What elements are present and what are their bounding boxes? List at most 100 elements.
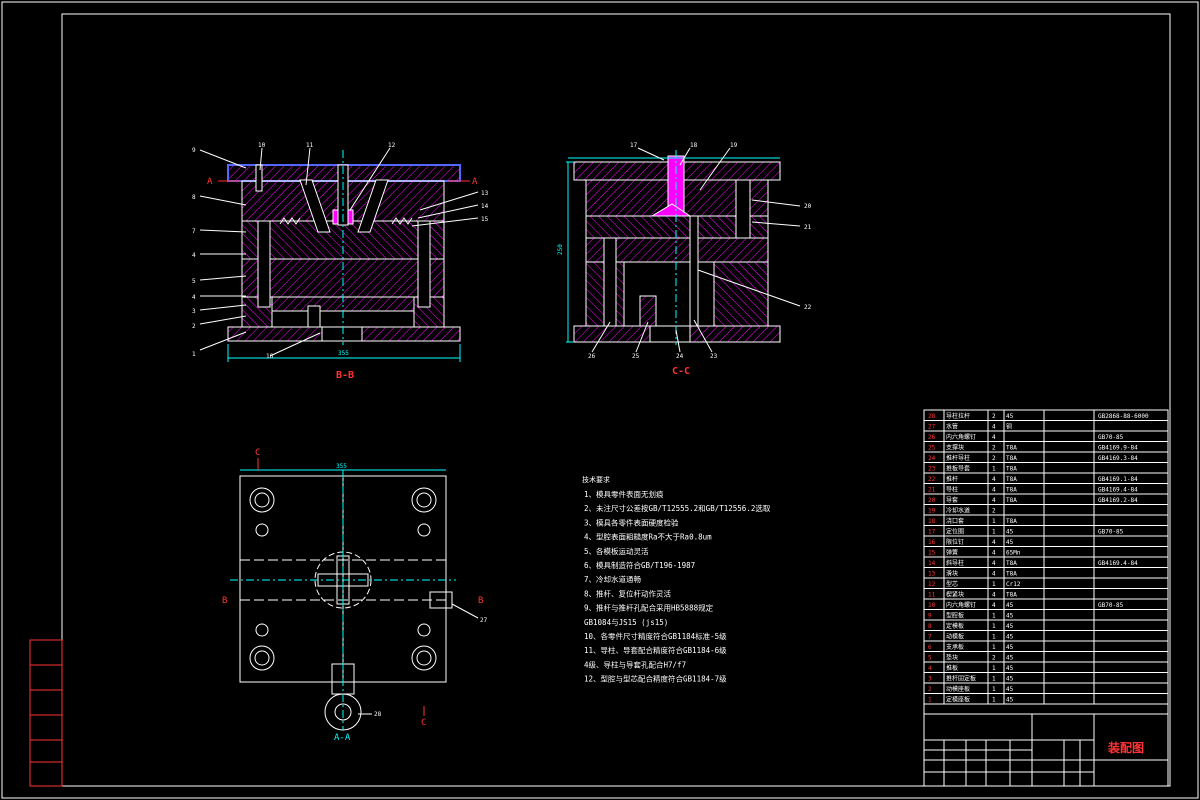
bom-cell-name: 定模板: [946, 622, 964, 630]
bom-cell-qty: 4: [992, 539, 996, 546]
aa-section-b-right: B: [478, 596, 483, 606]
bom-cell-mat: 45: [1006, 655, 1014, 662]
bom-cell-mat: 45: [1006, 613, 1014, 620]
bom-cell-qty: 1: [992, 518, 996, 525]
bom-cell-no: 19: [928, 508, 936, 515]
bom-cell-mat: T8A: [1006, 592, 1017, 599]
bb-callout: 4: [192, 294, 196, 301]
bom-cell-qty: 1: [992, 697, 996, 704]
bom-cell-qty: 1: [992, 529, 996, 536]
bb-callout: 16: [266, 353, 274, 360]
cc-view-label: C-C: [672, 366, 690, 377]
bom-cell-qty: 4: [992, 497, 996, 504]
bb-width-dim: 355: [338, 350, 349, 357]
bb-view-label: B-B: [336, 370, 354, 381]
bom-cell-no: 28: [928, 413, 936, 420]
bom-cell-no: 27: [928, 424, 936, 431]
bom-cell-name: 内六角螺钉: [946, 433, 976, 441]
bom-cell-mat: 45: [1006, 644, 1014, 651]
bom-cell-no: 25: [928, 445, 936, 452]
bom-cell-mat: 45: [1006, 686, 1014, 693]
technical-notes: 技术要求 1、模具零件表面无划痕2、未注尺寸公差按GB/T12555.2和GB/…: [582, 475, 771, 684]
side-stamp: [29, 639, 63, 787]
bom-cell-name: 推杆: [946, 475, 958, 483]
bom-cell-qty: 4: [992, 592, 996, 599]
bom-cell-name: 定模座板: [946, 696, 970, 704]
bom-cell-std: GB4169.1-84: [1098, 476, 1138, 483]
bom-cell-name: 推板导套: [946, 465, 970, 473]
bom-cell-mat: 45: [1006, 539, 1014, 546]
note-line: 9、推杆与推杆孔配合采用HB5888规定: [584, 603, 714, 613]
notes-title: 技术要求: [582, 475, 610, 484]
note-line: 5、各模板运动灵活: [584, 546, 649, 556]
bom-cell-name: 水管: [946, 423, 958, 431]
bom-cell-std: GB4169.3-84: [1098, 455, 1138, 462]
bom-cell-no: 7: [928, 634, 932, 641]
note-line: 10、各零件尺寸精度符合GB1184标准-5级: [584, 631, 727, 641]
note-line: 1、模具零件表面无划痕: [584, 489, 664, 499]
bom-cell-name: 动模座板: [946, 685, 970, 693]
cc-callout: 22: [804, 304, 812, 311]
cc-callout: 25: [632, 353, 640, 360]
bom-cell-no: 21: [928, 487, 936, 494]
bom-cell-mat: T8A: [1006, 476, 1017, 483]
bom-cell-qty: 1: [992, 613, 996, 620]
bom-cell-std: GB4169.9-84: [1098, 445, 1138, 452]
bom-cell-qty: 1: [992, 676, 996, 683]
bom-cell-name: 支承板: [946, 643, 964, 651]
bom-cell-no: 22: [928, 476, 936, 483]
cc-callout: 26: [588, 353, 596, 360]
bom-cell-no: 5: [928, 655, 932, 662]
bom-cell-mat: 45: [1006, 665, 1014, 672]
bom-cell-no: 11: [928, 592, 936, 599]
aa-section-c-bottom: C: [421, 718, 426, 728]
aa-width-dim: 355: [336, 463, 347, 470]
title-block: [923, 703, 1169, 787]
bom-cell-mat: T8A: [1006, 455, 1017, 462]
bom-cell-mat: Cr12: [1006, 581, 1021, 588]
cc-callout: 23: [710, 353, 718, 360]
bb-callout: 14: [481, 203, 489, 210]
cc-height-dim: 250: [557, 244, 564, 255]
bom-cell-mat: 45: [1006, 413, 1014, 420]
bom-cell-no: 9: [928, 613, 932, 620]
bom-cell-name: 导套: [946, 496, 958, 504]
bom-cell-std: GB2868-88-6000: [1098, 413, 1149, 420]
bom-cell-no: 3: [928, 676, 932, 683]
cc-callout: 17: [630, 142, 638, 149]
bom-cell-no: 16: [928, 539, 936, 546]
bom-cell-qty: 2: [992, 655, 996, 662]
note-line: 11、导柱、导套配合精度符合GB1184-6级: [584, 645, 727, 655]
bom-cell-no: 18: [928, 518, 936, 525]
bom-cell-name: 支撑块: [946, 444, 964, 452]
bom-cell-no: 10: [928, 602, 936, 609]
bom-cell-no: 15: [928, 550, 936, 557]
bom-cell-name: 冷却水道: [946, 507, 970, 515]
bom-cell-no: 14: [928, 560, 936, 567]
bom-cell-no: 2: [928, 686, 932, 693]
bom-cell-no: 13: [928, 571, 936, 578]
bom-cell-mat: T8A: [1006, 445, 1017, 452]
bom-cell-no: 23: [928, 466, 936, 473]
bom-cell-name: 推杆固定板: [946, 675, 976, 683]
bom-cell-mat: T8A: [1006, 466, 1017, 473]
bom-cell-no: 26: [928, 434, 936, 441]
aa-callout: 27: [480, 617, 488, 624]
bom-cell-qty: 4: [992, 487, 996, 494]
bb-callout: 2: [192, 323, 196, 330]
bom-cell-name: 型芯: [946, 580, 958, 588]
bom-cell-no: 20: [928, 497, 936, 504]
bom-cell-qty: 2: [992, 455, 996, 462]
bom-cell-mat: T8A: [1006, 560, 1017, 567]
bom-cell-mat: 铜: [1006, 423, 1012, 431]
note-line: 4级、导柱与导套孔配合H7/f7: [584, 659, 686, 669]
bb-callout: 7: [192, 228, 196, 235]
note-line: 4、型腔表面粗糙度Ra不大于Ra0.8um: [584, 532, 712, 542]
bb-section-a-left: A: [207, 177, 213, 187]
note-line: GB1084与JS15 (js15): [584, 618, 668, 627]
bom-cell-name: 推杆导柱: [946, 454, 970, 462]
aa-section-b-left: B: [222, 596, 227, 606]
bom-cell-name: 内六角螺钉: [946, 601, 976, 609]
